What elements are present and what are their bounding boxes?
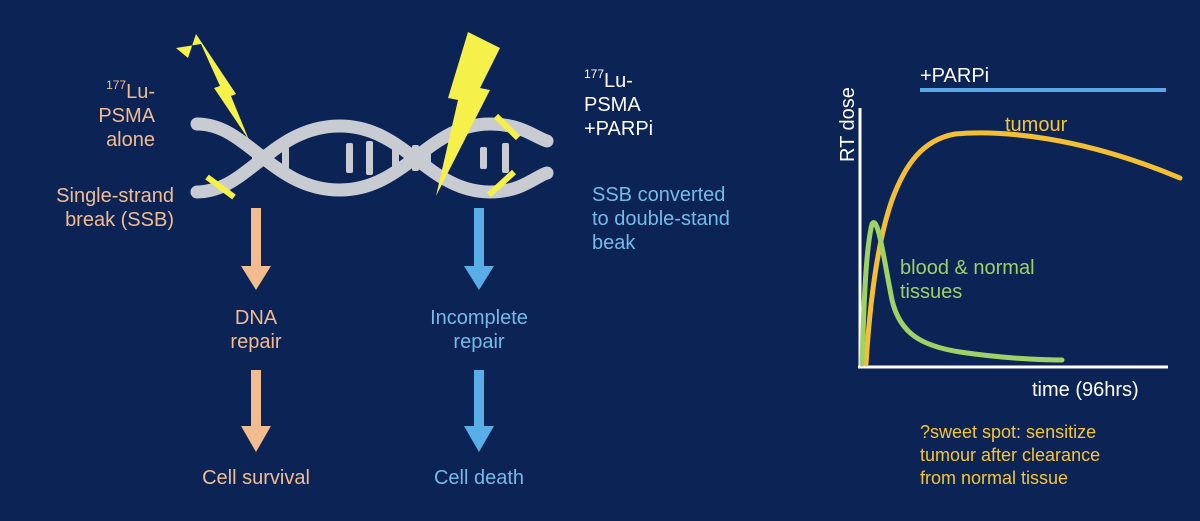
dna-rung [366,141,373,175]
cell-death-label: Cell death [433,467,525,489]
ssb-label: Single-strand break (SSB) [20,184,174,232]
ssb-label-line2: break (SSB) [65,209,174,231]
dna-rung [346,143,353,173]
right-isotope-mass: 177 [584,67,605,81]
right-treatment-label: 177Lu- PSMA +PARPi [584,67,654,141]
right-isotope: 177Lu- [584,67,653,93]
left-isotope: 177Lu- [60,78,155,104]
dna-rung [480,147,487,169]
dsb-conversion-line3: beak [592,232,636,254]
chart-note-line2: tumour after clearance [920,445,1101,465]
chart-series-normal-tissue-label: blood & normal tissues [900,257,1035,303]
dna-repair-label: DNA repair [196,306,316,354]
chart-x-axis-label: time (96hrs) [1032,379,1139,401]
arrow-down-icon [241,208,271,290]
dna-repair-line2: repair [230,331,282,353]
chart-y-axis-label: RT dose [837,87,859,162]
dsb-conversion-label: SSB converted to double-stand beak [592,183,730,255]
incomplete-repair-line1: Incomplete [430,307,528,329]
dsb-conversion-line1: SSB converted [592,184,726,206]
arrow-down-icon [464,370,494,452]
dsb-mark-bottom-icon [486,169,517,198]
ssb-label-line1: Single-strand [56,185,174,207]
left-treatment-label: 177Lu- PSMA alone [60,78,155,152]
dna-repair-line1: DNA [234,307,278,329]
cell-survival-label: Cell survival [202,467,310,489]
right-treatment-line3: +PARPi [584,118,654,140]
incomplete-repair-label: Incomplete repair [404,306,554,354]
dsb-conversion-line2: to double-stand [592,208,730,230]
chart-series-normal-tissue-line [859,220,1065,367]
left-isotope-mass: 177 [106,78,127,92]
arrow-down-icon [464,208,494,290]
right-treatment-line2: PSMA [584,94,641,116]
incomplete-repair-line2: repair [453,331,505,353]
chart-parpi-label: +PARPi [920,65,990,87]
left-isotope-symbol: Lu- [126,81,155,103]
lightning-bolt-right-icon [436,32,500,196]
left-treatment-line2: PSMA [98,105,155,127]
dna-rung [282,147,289,169]
dose-time-chart [858,88,1183,369]
chart-series-tumour-label: tumour [1005,114,1068,136]
ssb-mark-icon [205,174,236,200]
arrow-down-icon [241,370,271,452]
right-isotope-symbol: Lu- [604,70,633,92]
dna-rung [502,143,509,173]
dsb-mark-top-icon [493,113,521,141]
chart-note-line3: from normal tissue [920,468,1069,488]
blue-arrows [464,208,494,452]
left-treatment-line3: alone [106,129,155,151]
orange-arrows [241,208,271,452]
chart-series-tumour-line [863,130,1183,367]
dna-strand-b [190,119,554,199]
break-marks [205,113,521,200]
chart-note: ?sweet spot: sensitize tumour after clea… [920,421,1100,490]
chart-note-line1: ?sweet spot: sensitize [920,422,1097,442]
